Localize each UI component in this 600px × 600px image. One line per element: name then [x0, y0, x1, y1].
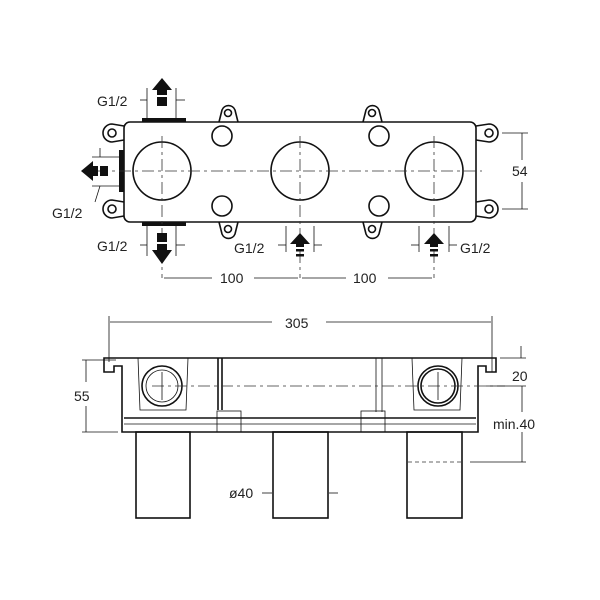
dimension-54-lines [502, 132, 528, 210]
screw-hole [211, 125, 233, 147]
thread-label-top: G1/2 [97, 93, 128, 109]
thread-dimension-lines [92, 88, 457, 256]
dimension-diameter-40: ø40 [229, 485, 253, 501]
valve-cartridge-left [135, 431, 191, 519]
screw-hole [368, 195, 390, 217]
side-view: 305 55 20 min.40 ø40 [74, 315, 535, 519]
dimension-55: 55 [74, 388, 90, 404]
dimension-54: 54 [512, 163, 528, 179]
top-view: G1/2 G1/2 G1/2 G1/2 G1/2 54 100 100 [52, 78, 528, 286]
box-outline [103, 357, 497, 433]
screw-hole [211, 195, 233, 217]
valve-cartridge-center [272, 431, 329, 519]
side-dimension-lines [82, 346, 526, 494]
top-port [142, 118, 186, 122]
dimension-305-lines [108, 316, 493, 372]
valve-cartridge-right [406, 431, 463, 519]
thread-label-bottom: G1/2 [97, 238, 128, 254]
outlet-arrow-up-icon [152, 78, 172, 106]
dimension-min-40: min.40 [493, 416, 535, 432]
screw-hole [368, 125, 390, 147]
inlet-arrow-up-icon [290, 233, 310, 257]
dimension-20: 20 [512, 368, 528, 384]
bottom-port [142, 222, 186, 226]
thread-label-inlet-center: G1/2 [234, 240, 265, 256]
outlet-arrow-down-icon [152, 233, 172, 264]
dimension-100-left: 100 [220, 270, 244, 286]
thread-label-inlet-right: G1/2 [460, 240, 491, 256]
mounting-ears [102, 104, 499, 240]
outlet-arrow-left-icon [81, 161, 108, 181]
dimension-100-right: 100 [353, 270, 377, 286]
inlet-arrow-up-icon [424, 233, 444, 257]
thread-label-left: G1/2 [52, 205, 83, 221]
dimension-305: 305 [285, 315, 309, 331]
